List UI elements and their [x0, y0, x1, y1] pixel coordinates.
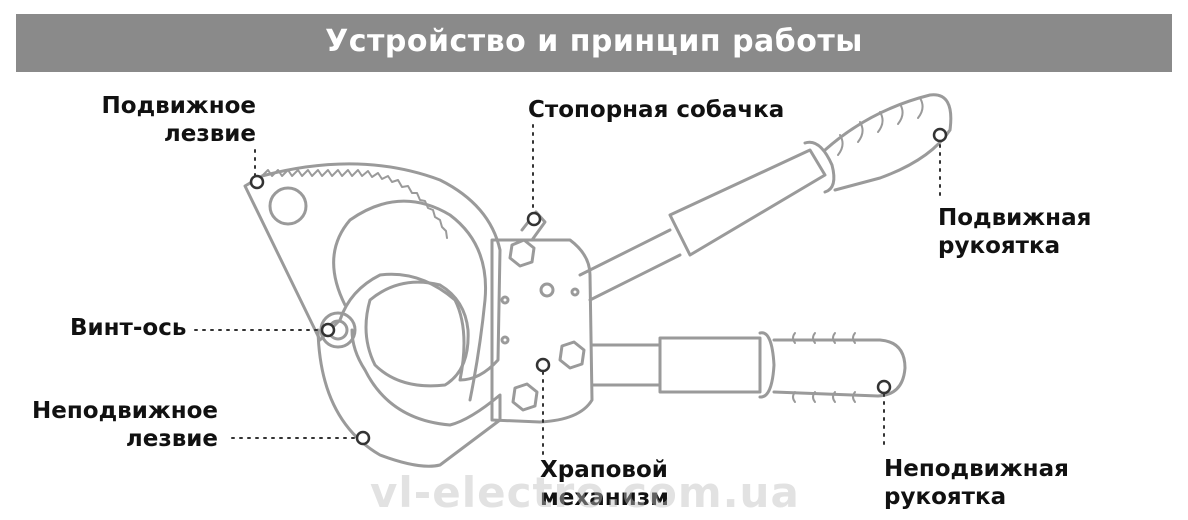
fixed-handle-shaft	[590, 343, 662, 387]
blade-hole	[268, 186, 308, 226]
marker-fixed-handle	[876, 379, 892, 395]
label-movable-blade-line1: Подвижное	[101, 93, 256, 119]
marker-ratchet	[535, 357, 551, 373]
watermark: vl-electro.com.ua	[370, 468, 800, 517]
fixed-handle-ring	[758, 331, 776, 399]
ratchet-bolt	[539, 282, 555, 298]
fixed-handle-grip	[658, 336, 762, 394]
fixed-blade-shape	[316, 328, 502, 468]
movable-blade-shape	[243, 162, 502, 382]
nut-mid	[558, 340, 586, 370]
fixed-handle-ribs	[792, 332, 856, 403]
marker-movable-blade	[249, 174, 265, 190]
label-movable-blade-line2: лезвие	[163, 121, 256, 147]
nut-bottom	[511, 382, 539, 412]
label-movable-handle-line2: рукоятка	[938, 233, 1061, 259]
header-bar: Устройство и принцип работы	[16, 14, 1172, 72]
label-axis-screw: Винт-ось	[70, 315, 187, 341]
ratchet-plate	[490, 238, 594, 424]
cut-opening	[364, 280, 470, 388]
label-pawl: Стопорная собачка	[528, 97, 785, 123]
label-movable-handle: Подвижная рукоятка	[938, 204, 1091, 260]
label-movable-handle-line1: Подвижная	[938, 205, 1092, 231]
page-title: Устройство и принцип работы	[325, 24, 863, 59]
label-fixed-blade-line1: Неподвижное	[32, 398, 218, 424]
label-fixed-handle: Неподвижная рукоятка	[884, 455, 1069, 511]
label-fixed-handle-line2: рукоятка	[884, 484, 1007, 510]
marker-axis-screw	[320, 322, 336, 338]
label-ratchet: Храповой механизм	[540, 456, 669, 512]
marker-movable-handle	[932, 127, 948, 143]
label-movable-blade: Подвижное лезвие	[60, 92, 256, 148]
marker-pawl	[526, 211, 542, 227]
fixed-handle-end	[772, 338, 907, 398]
movable-handle-end	[823, 93, 953, 192]
label-ratchet-line1: Храповой	[540, 457, 668, 483]
movable-handle-shaft	[578, 228, 682, 302]
label-ratchet-line2: механизм	[540, 485, 669, 511]
movable-handle-grip	[668, 148, 827, 257]
nut-top	[508, 238, 536, 268]
ratchet-rivet-1	[500, 295, 510, 305]
ratchet-rivet-2	[500, 335, 510, 345]
ratchet-rivet-3	[570, 287, 580, 297]
movable-handle-ribs	[837, 97, 924, 156]
label-fixed-handle-line1: Неподвижная	[884, 456, 1069, 482]
label-fixed-blade-line2: лезвие	[125, 426, 218, 452]
inner-jaw	[332, 199, 488, 402]
movable-handle-ring	[803, 140, 836, 194]
marker-fixed-blade	[355, 430, 371, 446]
label-fixed-blade: Неподвижное лезвие	[20, 397, 218, 453]
